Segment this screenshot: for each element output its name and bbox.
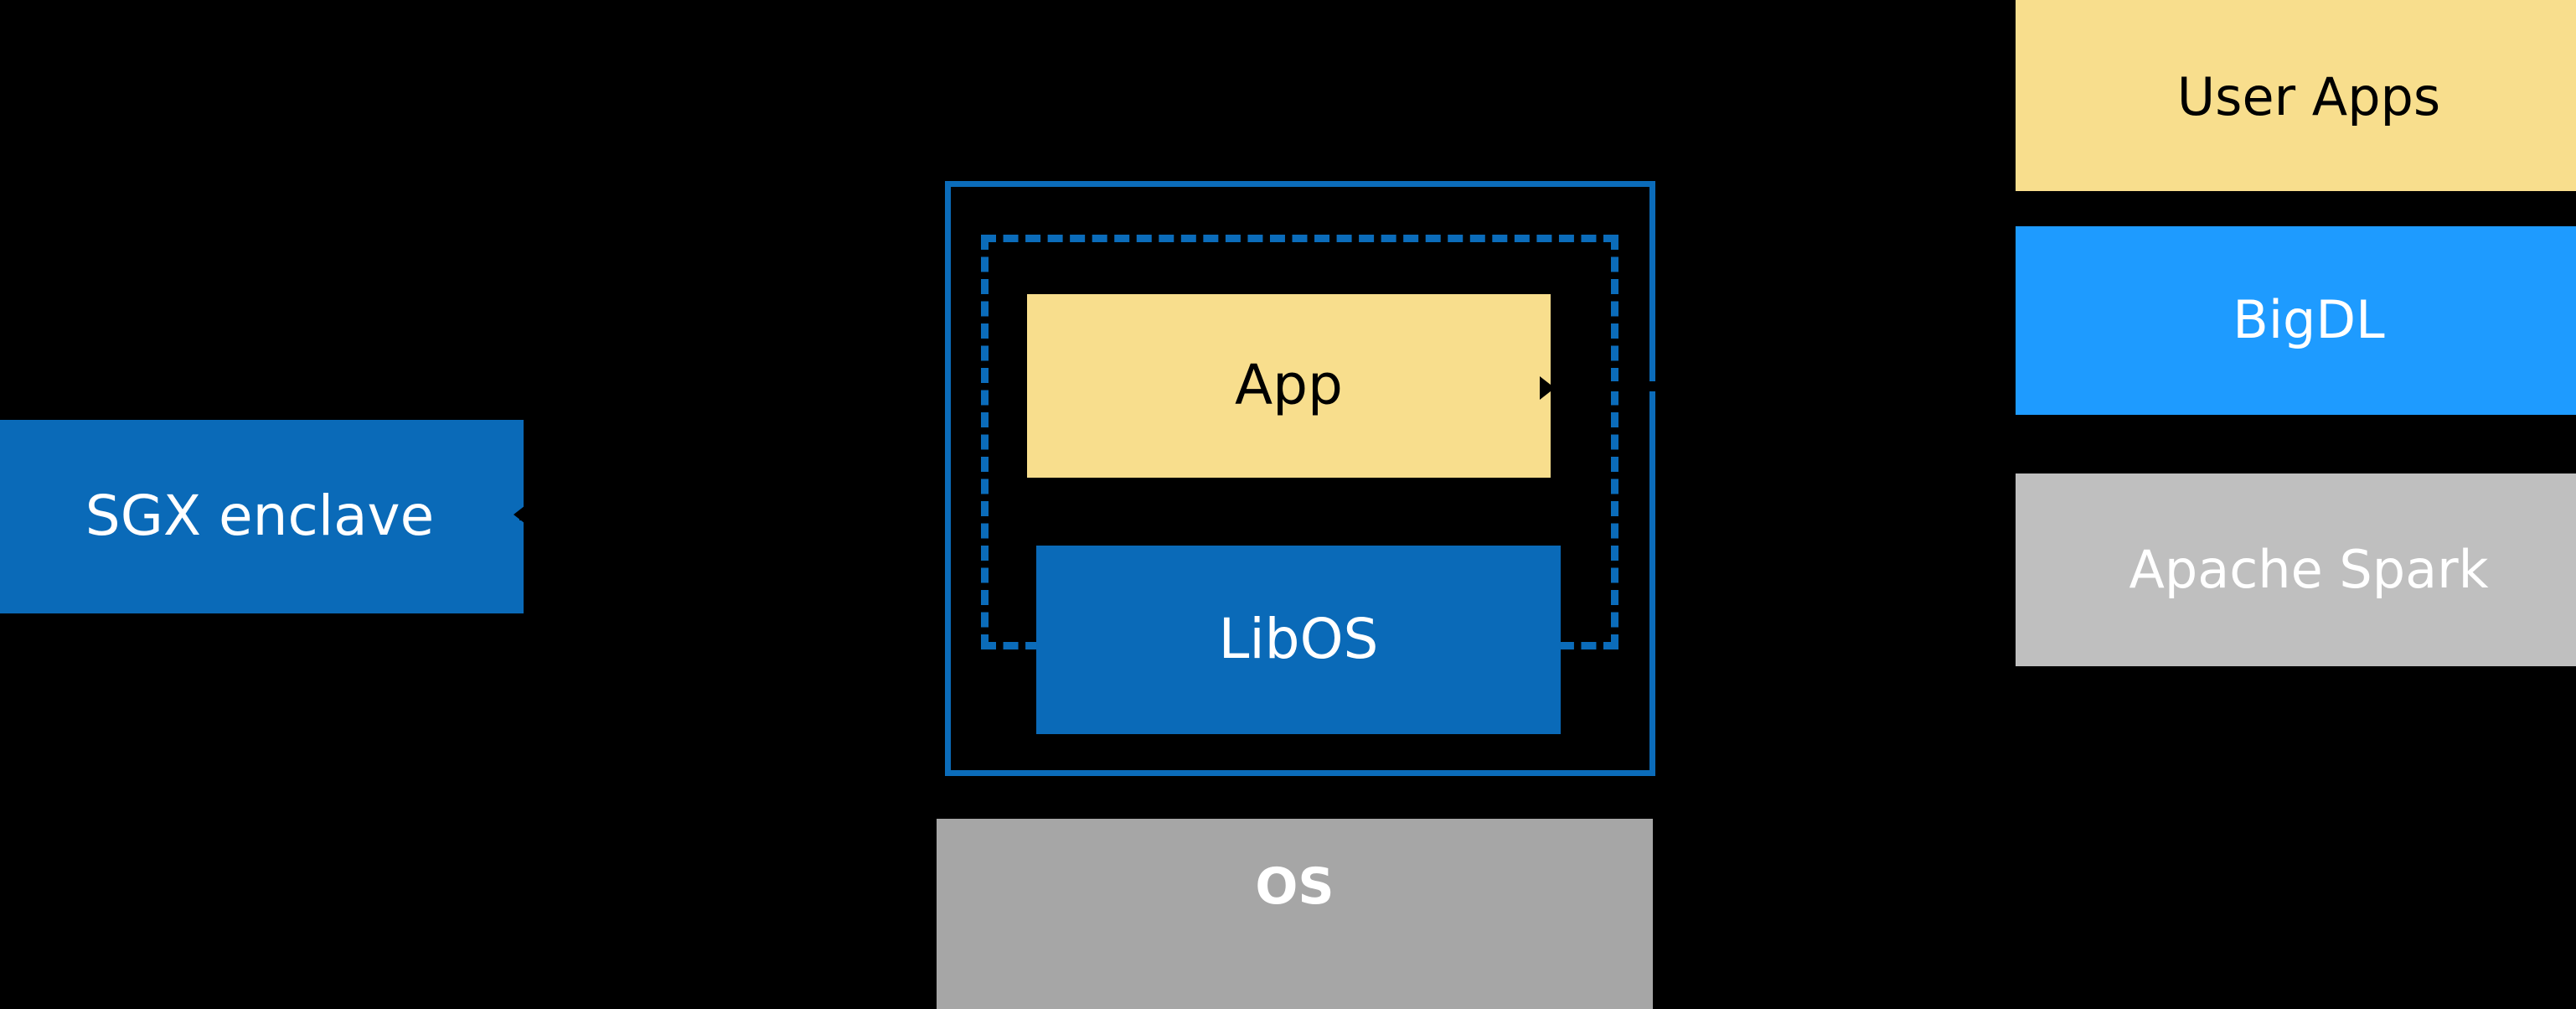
app-to-stack-connector-stem: [1551, 381, 2053, 391]
user-apps-label: User Apps: [2176, 65, 2441, 127]
sgx-to-enclave-connector-line: [519, 510, 947, 520]
bigdl-label: BigDL: [2233, 289, 2385, 351]
libos-box[interactable]: LibOS: [1036, 546, 1561, 734]
app-label: App: [1235, 353, 1343, 418]
sgx-to-enclave-arrow-icon: [514, 503, 529, 526]
app-to-stack-connector-bottom: [1675, 426, 2019, 436]
app-to-stack-connector-vertical: [1675, 298, 1685, 478]
libos-label: LibOS: [1218, 607, 1379, 672]
sgx-enclave-label: SGX enclave: [85, 484, 435, 549]
enclave-container-border: [945, 181, 1655, 776]
apache-spark-label: Apache Spark: [2129, 538, 2489, 600]
bigdl-box[interactable]: BigDL: [2016, 226, 2576, 415]
sgx-enclave-box[interactable]: SGX enclave: [0, 420, 524, 613]
os-label: OS: [1255, 857, 1334, 916]
app-box[interactable]: App: [1027, 294, 1551, 478]
user-apps-box[interactable]: User Apps: [2016, 0, 2576, 191]
app-to-stack-connector-top: [1675, 298, 2019, 308]
apache-spark-box[interactable]: Apache Spark: [2016, 473, 2576, 666]
os-box[interactable]: OS: [937, 819, 1653, 1009]
